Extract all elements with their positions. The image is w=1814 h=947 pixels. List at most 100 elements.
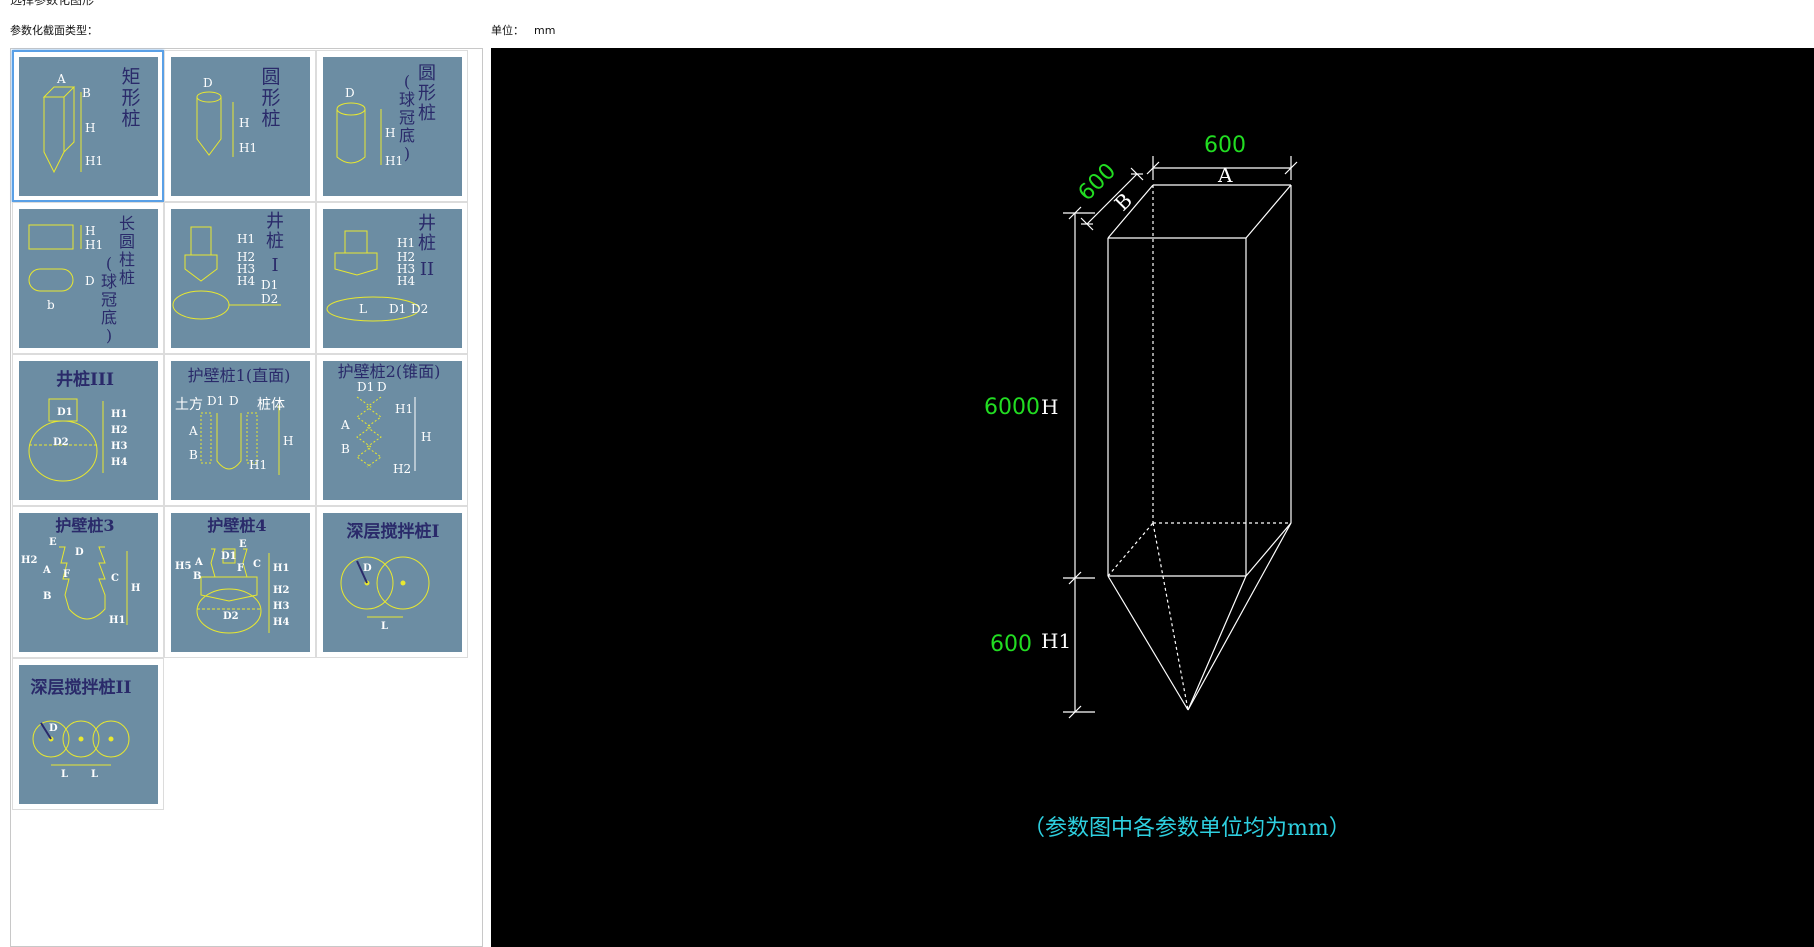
svg-text:D: D	[345, 86, 355, 100]
dim-A-label: A	[1217, 163, 1233, 187]
svg-text:井: 井	[266, 211, 284, 232]
svg-text:护壁桩1(直面): 护壁桩1(直面)	[188, 366, 291, 385]
svg-text:I: I	[271, 255, 278, 276]
edge	[1107, 575, 1189, 711]
dim-A-value: 600	[1204, 133, 1246, 158]
unit-label-text: 单位：	[491, 24, 524, 37]
svg-text:井桩III: 井桩III	[56, 369, 114, 390]
svg-text:护壁桩2(锥面): 护壁桩2(锥面)	[338, 362, 441, 381]
svg-text:H1: H1	[395, 402, 413, 416]
svg-text:D2: D2	[261, 292, 278, 306]
svg-text:D2: D2	[411, 302, 428, 316]
svg-text:D: D	[377, 380, 387, 394]
svg-text:圆: 圆	[261, 66, 280, 88]
svg-text:C: C	[111, 573, 119, 584]
svg-text:H4: H4	[273, 617, 289, 628]
svg-text:桩: 桩	[418, 103, 436, 124]
svg-text:H1: H1	[239, 141, 257, 155]
section-type-label: 参数化截面类型：	[10, 24, 98, 37]
svg-text:H2: H2	[21, 555, 37, 566]
dim-tick	[1068, 705, 1082, 719]
svg-text:H4: H4	[237, 274, 255, 288]
svg-text:D: D	[229, 394, 239, 408]
svg-text:H: H	[283, 434, 293, 448]
dim-B-label: B	[1110, 188, 1137, 215]
dim-tick	[1284, 161, 1298, 175]
svg-text:H2: H2	[273, 585, 289, 596]
svg-text:长: 长	[119, 214, 135, 233]
svg-text:A: A	[340, 418, 350, 432]
svg-text:井: 井	[418, 213, 436, 234]
svg-text:D1: D1	[207, 394, 224, 408]
svg-text:H1: H1	[85, 238, 103, 252]
svg-text:D1: D1	[261, 278, 278, 292]
svg-text:L: L	[381, 621, 388, 632]
svg-text:F: F	[63, 569, 70, 580]
dim-tick	[1146, 161, 1160, 175]
svg-text:D: D	[49, 723, 58, 734]
svg-text:H1: H1	[111, 409, 127, 420]
svg-text:柱: 柱	[119, 250, 135, 269]
unit-label: 单位： mm	[491, 22, 555, 38]
dim-H1-label: H1	[1041, 629, 1071, 653]
svg-text:L: L	[359, 302, 367, 316]
svg-text:C: C	[253, 559, 261, 570]
unit-caption: （参数图中各参数单位均为mm）	[1023, 816, 1351, 841]
svg-text:H5: H5	[175, 561, 191, 572]
edge	[1245, 184, 1292, 239]
svg-text:深层搅拌桩II: 深层搅拌桩II	[31, 677, 132, 698]
svg-text:H3: H3	[273, 601, 289, 612]
svg-text:桩: 桩	[261, 108, 280, 130]
svg-text:深层搅拌桩I: 深层搅拌桩I	[347, 521, 440, 542]
svg-text:H2: H2	[397, 250, 415, 264]
svg-text:H1: H1	[109, 615, 125, 626]
svg-text:D1: D1	[57, 407, 73, 418]
svg-text:L: L	[91, 769, 98, 780]
svg-text:D: D	[75, 547, 84, 558]
svg-text:H1: H1	[273, 563, 289, 574]
svg-text:D2: D2	[53, 437, 69, 448]
svg-text:E: E	[49, 537, 57, 548]
svg-text:H1: H1	[85, 154, 103, 168]
svg-text:护壁桩3: 护壁桩3	[55, 516, 114, 535]
edge	[1187, 522, 1292, 711]
svg-text:圆: 圆	[418, 63, 436, 84]
svg-text:II: II	[420, 259, 434, 280]
svg-text:H4: H4	[111, 457, 127, 468]
unit-value: mm	[534, 24, 556, 37]
svg-text:D1: D1	[221, 551, 237, 562]
svg-text:B: B	[189, 448, 198, 462]
svg-text:形: 形	[121, 87, 140, 109]
svg-text:H1: H1	[385, 154, 403, 168]
svg-text:圆: 圆	[119, 232, 135, 251]
svg-text:): )	[404, 144, 410, 163]
svg-text:桩: 桩	[418, 233, 436, 254]
svg-text:H1: H1	[397, 236, 415, 250]
svg-text:桩体: 桩体	[257, 396, 285, 413]
window-title: 选择参数化图形	[10, 0, 95, 7]
svg-text:H: H	[131, 583, 140, 594]
